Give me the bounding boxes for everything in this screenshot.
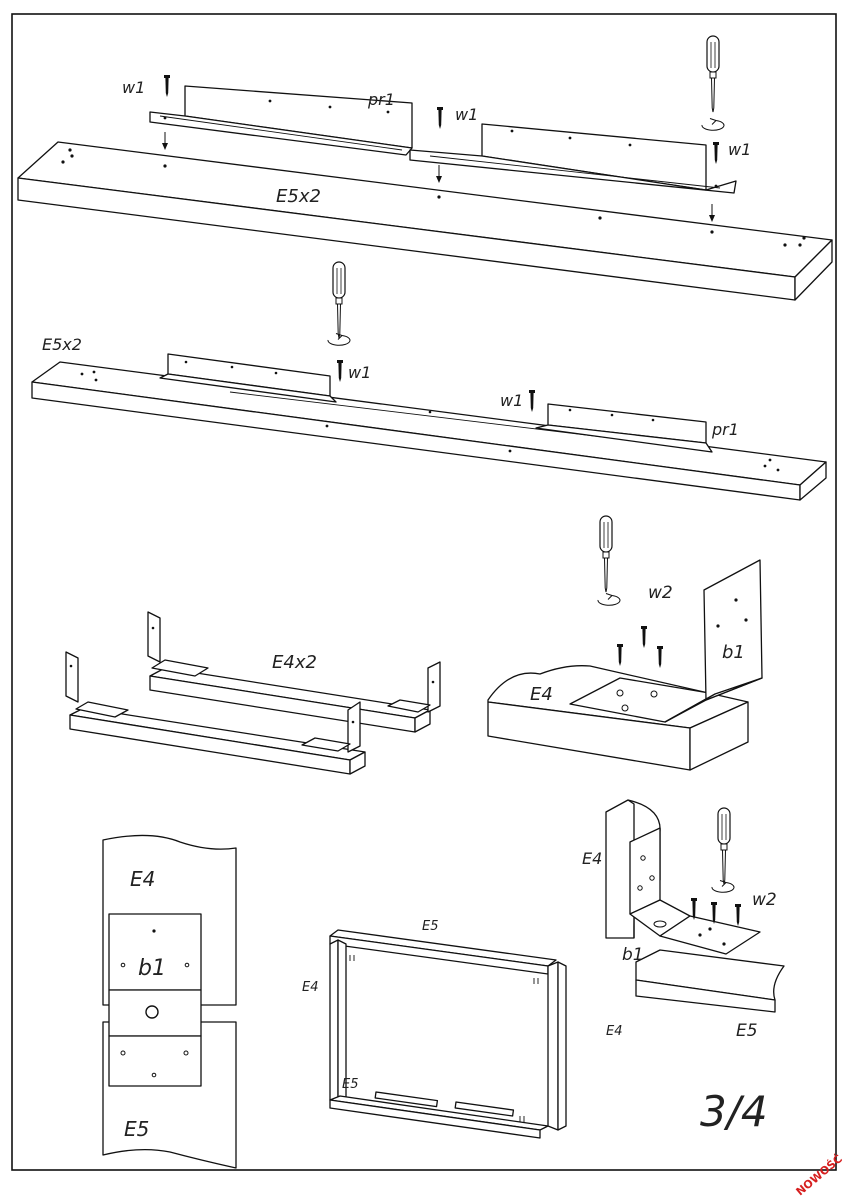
screw-icon — [164, 75, 170, 97]
label-pr1: pr1 — [711, 420, 739, 439]
label-e4: E4 — [606, 1024, 623, 1039]
rotate-icon — [701, 118, 725, 131]
rotate-icon — [711, 880, 735, 893]
step-3-detail-e4-b1 — [487, 515, 763, 771]
label-e5: E5 — [342, 1077, 359, 1092]
screwdriver-icon — [706, 35, 720, 113]
label-w1: w1 — [500, 391, 523, 410]
step-4-closeup-joint — [102, 834, 237, 1169]
screw-icon — [657, 646, 663, 668]
page-number: 3/4 — [700, 1087, 768, 1136]
label-w2: w2 — [648, 583, 673, 603]
arrow-down-icon — [708, 203, 716, 223]
screwdriver-icon — [717, 807, 731, 885]
label-w2: w2 — [752, 890, 777, 910]
label-w1: w1 — [728, 140, 751, 159]
label-e4: E4 — [302, 980, 319, 995]
label-e5: E5 — [422, 919, 439, 934]
arrow-down-icon — [161, 131, 169, 151]
new-product-stamp: NOWOŚĆ — [794, 1152, 845, 1198]
screw-icon — [713, 142, 719, 164]
screw-icon — [337, 360, 343, 382]
screw-icon — [617, 644, 623, 666]
label-w1: w1 — [348, 363, 371, 382]
label-pr1: pr1 — [367, 90, 395, 109]
label-e5: E5 — [124, 1117, 149, 1141]
label-b1: b1 — [622, 945, 644, 965]
page-border — [11, 13, 837, 1171]
label-b1: b1 — [722, 642, 745, 663]
step-2-board-e5 — [31, 361, 827, 501]
step-3-boards-e4 — [65, 611, 441, 775]
label-b1: b1 — [138, 956, 166, 981]
label-e4: E4 — [582, 849, 602, 868]
screw-icon — [529, 390, 535, 412]
label-e4: E4 — [130, 867, 155, 891]
label-e4: E4 — [530, 684, 553, 705]
screw-icon — [437, 107, 443, 129]
step-2-rail-right — [428, 403, 713, 453]
step-4-corner-detail — [605, 799, 785, 1013]
step-1-board-e5 — [17, 141, 833, 301]
rotate-icon — [597, 593, 621, 606]
screw-icon — [735, 904, 741, 926]
label-e5x2: E5x2 — [42, 335, 82, 354]
screwdriver-icon — [332, 261, 346, 339]
label-w1: w1 — [455, 105, 478, 124]
screwdriver-icon — [599, 515, 613, 593]
step-1-rail-right — [409, 123, 737, 194]
step-1-rail-left — [149, 85, 413, 156]
step-2-screws — [327, 261, 535, 412]
label-e5: E5 — [736, 1021, 758, 1041]
label-e5x2: E5x2 — [276, 186, 321, 207]
screw-icon — [641, 626, 647, 648]
label-w1: w1 — [122, 78, 145, 97]
label-e4x2: E4x2 — [272, 652, 317, 673]
step-4-frame — [329, 929, 567, 1139]
arrow-down-icon — [435, 164, 443, 184]
